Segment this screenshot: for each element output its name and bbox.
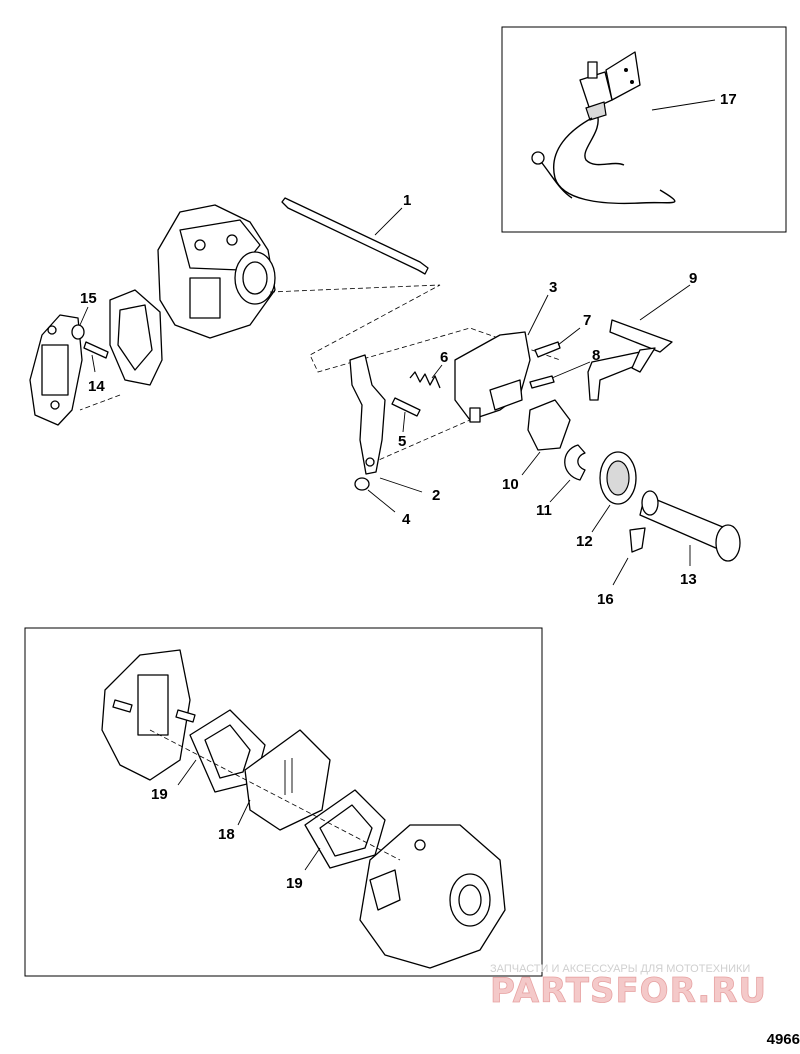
carburetor-body-upper <box>157 204 276 339</box>
reed-inset-frame <box>24 627 543 977</box>
figure-number: 4966 <box>767 1031 800 1048</box>
callout-8: 8 <box>592 347 600 364</box>
bracket-part <box>454 331 531 423</box>
choke-knob-part <box>639 490 741 562</box>
callout-9: 9 <box>689 270 697 287</box>
callout-12: 12 <box>576 533 593 550</box>
callout-2: 2 <box>432 487 440 504</box>
reed-gasket-19b-part <box>304 789 386 869</box>
callout-15: 15 <box>80 290 97 307</box>
watermark-caption: ЗАПЧАСТИ И АКСЕССУАРЫ ДЛЯ МОТОТЕХНИКИ <box>490 963 750 975</box>
screw-8-part <box>529 375 555 389</box>
choke-solenoid-part <box>531 51 676 205</box>
callout-4: 4 <box>402 511 411 528</box>
clip-16-part <box>629 527 646 553</box>
cover-plate-part <box>29 314 83 426</box>
intake-manifold-part <box>101 649 196 781</box>
callout-18: 18 <box>218 826 235 843</box>
screw-14-part <box>83 341 109 359</box>
solenoid-inset-frame <box>501 26 787 233</box>
alignment-line <box>149 729 401 861</box>
svg-text:PARTSFOR.RU: PARTSFOR.RU <box>490 971 767 1011</box>
choke-lever-part <box>349 354 386 475</box>
choke-link-part <box>587 319 673 401</box>
reed-plate-18-part <box>244 729 331 831</box>
callout-7: 7 <box>583 312 591 329</box>
link-rod-part <box>281 197 429 275</box>
callout-5: 5 <box>398 433 406 450</box>
seal-12-part <box>599 451 637 505</box>
screw-7-part <box>534 341 561 358</box>
carburetor-body-lower <box>359 824 506 969</box>
gasket-part <box>109 289 163 386</box>
callout-19: 19 <box>151 786 168 803</box>
callout-13: 13 <box>680 571 697 588</box>
callout-11: 11 <box>536 502 552 519</box>
watermark-logo: PARTSFOR.RU <box>490 971 767 1012</box>
callout-14: 14 <box>88 378 105 395</box>
alignment-line <box>364 419 471 467</box>
callout-1: 1 <box>403 192 411 209</box>
callout-17: 17 <box>720 91 737 108</box>
washer-15-part <box>71 324 85 340</box>
callout-19: 19 <box>286 875 303 892</box>
callout-6: 6 <box>440 349 448 366</box>
washer-4-part <box>354 477 370 491</box>
callout-16: 16 <box>597 591 614 608</box>
callout-3: 3 <box>549 279 557 296</box>
spring-6-part <box>409 371 441 389</box>
screw-5-part <box>391 397 421 417</box>
callout-10: 10 <box>502 476 519 493</box>
cam-10-part <box>527 399 571 451</box>
alignment-line <box>79 394 121 411</box>
clip-11-part <box>564 444 586 481</box>
